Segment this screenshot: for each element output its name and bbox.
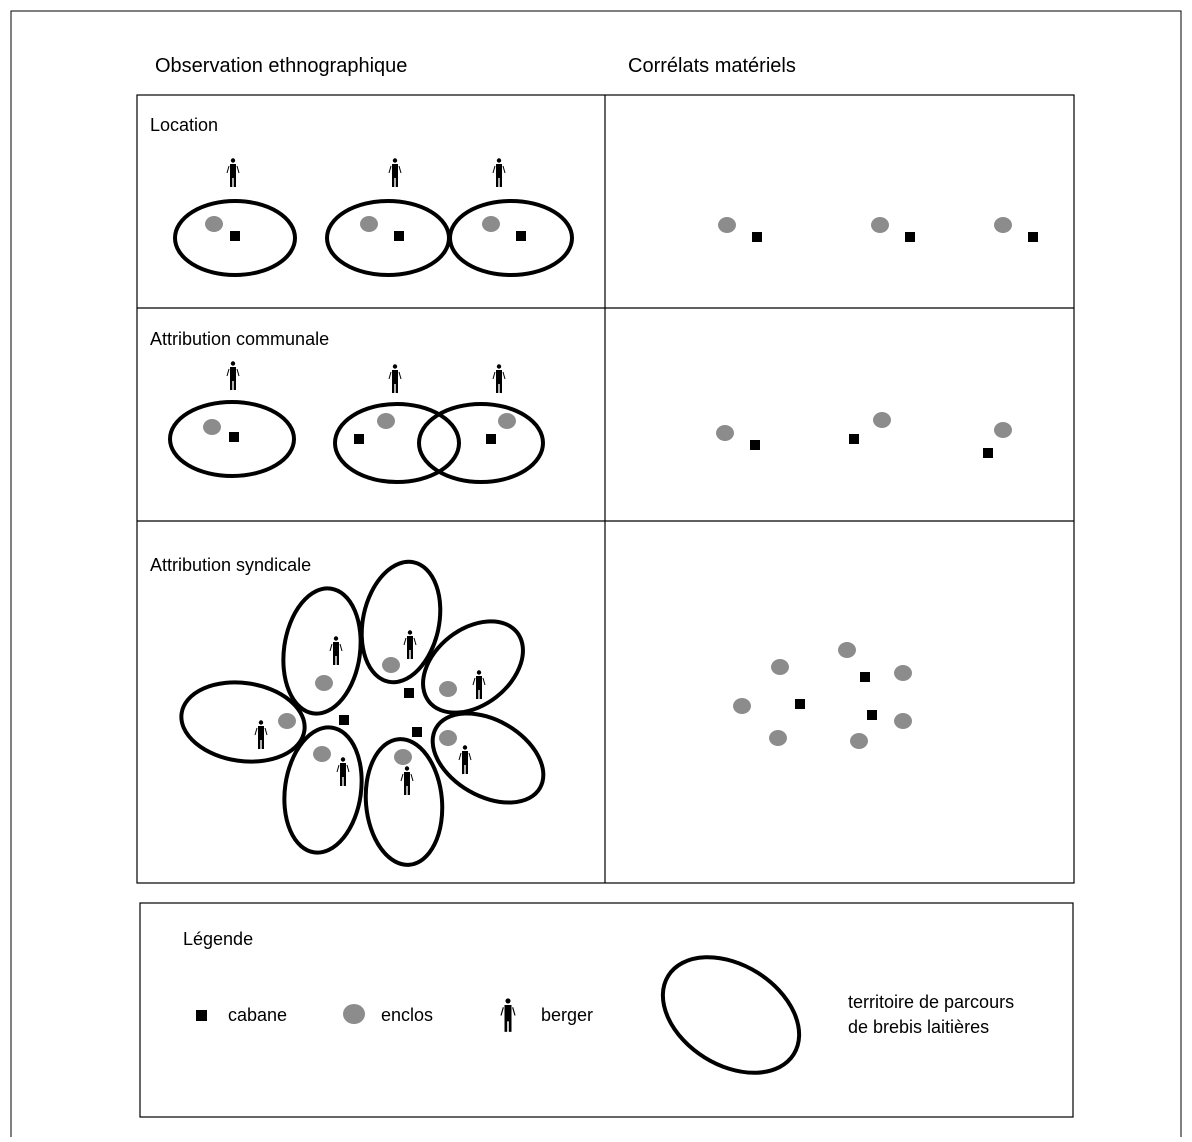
enclos-marker [439, 681, 457, 697]
berger-icon [400, 765, 414, 796]
cabane-marker [412, 727, 422, 737]
enclos-marker [871, 217, 889, 233]
enclos-marker [377, 413, 395, 429]
territory-ellipse [281, 586, 363, 716]
legend-berger-label: berger [541, 1005, 593, 1025]
cabane-marker [1028, 232, 1038, 242]
territory-ellipse [363, 737, 445, 867]
enclos-marker [718, 217, 736, 233]
berger-icon [388, 157, 402, 188]
row-label-syndicale: Attribution syndicale [150, 555, 311, 575]
enclos-marker [382, 657, 400, 673]
territory-ellipse [325, 199, 451, 277]
berger-icon [492, 363, 506, 394]
berger-icon [492, 157, 506, 188]
enclos-marker [769, 730, 787, 746]
location-observation [173, 157, 574, 277]
enclos-marker [894, 713, 912, 729]
berger-icon [472, 669, 486, 700]
enclos-marker [850, 733, 868, 749]
enclos-marker [733, 698, 751, 714]
cabane-marker [860, 672, 870, 682]
header-observation: Observation ethnographique [155, 55, 407, 77]
territory-ellipse [421, 619, 525, 715]
header-correlates: Corrélats matériels [628, 55, 796, 77]
cabane-marker [229, 432, 239, 442]
berger-icon [254, 719, 268, 750]
territory-ellipse [448, 199, 574, 277]
legend-berger-icon [500, 997, 516, 1033]
legend-territory-ellipse [660, 955, 802, 1075]
berger-icon [329, 635, 343, 666]
territory-ellipse [417, 402, 545, 484]
enclos-marker [994, 422, 1012, 438]
enclos-marker [315, 675, 333, 691]
legend-cabane-label: cabane [228, 1005, 287, 1025]
berger-icon [226, 360, 240, 391]
enclos-marker [838, 642, 856, 658]
legend-cabane-marker [196, 1010, 207, 1021]
berger-icon [226, 157, 240, 188]
enclos-marker [994, 217, 1012, 233]
enclos-marker [360, 216, 378, 232]
main-table [136, 94, 1075, 884]
syndicale-material [733, 642, 912, 749]
enclos-marker [203, 419, 221, 435]
territory-ellipse [359, 559, 443, 685]
cabane-marker [750, 440, 760, 450]
territory-ellipse [430, 711, 546, 805]
cabane-marker [795, 699, 805, 709]
cabane-marker [339, 715, 349, 725]
territory-ellipse [282, 725, 364, 855]
cabane-marker [905, 232, 915, 242]
communale-observation [168, 360, 545, 484]
legend-enclos-label: enclos [381, 1005, 433, 1025]
enclos-marker [498, 413, 516, 429]
legend-territory-label-line2: de brebis laitières [848, 1017, 989, 1037]
berger-icon [388, 363, 402, 394]
legend-title: Légende [183, 929, 253, 949]
row-label-location: Location [150, 115, 218, 135]
syndicale-observation [179, 559, 546, 867]
legend-territory-label-line1: territoire de parcours [848, 992, 1014, 1012]
cabane-marker [354, 434, 364, 444]
cabane-marker [752, 232, 762, 242]
cabane-marker [404, 688, 414, 698]
cabane-marker [849, 434, 859, 444]
enclos-marker [894, 665, 912, 681]
cabane-marker [516, 231, 526, 241]
enclos-marker [313, 746, 331, 762]
territory-ellipse [333, 402, 461, 484]
legend-enclos-marker [343, 1004, 365, 1024]
berger-icon [403, 629, 417, 660]
enclos-marker [205, 216, 223, 232]
enclos-marker [394, 749, 412, 765]
cabane-marker [486, 434, 496, 444]
berger-icon [458, 744, 472, 775]
cabane-marker [394, 231, 404, 241]
enclos-marker [716, 425, 734, 441]
enclos-marker [278, 713, 296, 729]
cabane-marker [983, 448, 993, 458]
berger-icon [336, 756, 350, 787]
cabane-marker [230, 231, 240, 241]
legend-box [139, 902, 1074, 1118]
legend: Légende cabane enclos berger territoire … [139, 902, 1074, 1118]
enclos-marker [771, 659, 789, 675]
location-material [718, 217, 1038, 242]
communale-material [716, 412, 1012, 458]
enclos-marker [873, 412, 891, 428]
row-label-communale: Attribution communale [150, 329, 329, 349]
enclos-marker [439, 730, 457, 746]
territory-ellipse [179, 680, 307, 764]
cabane-marker [867, 710, 877, 720]
territory-ellipse [168, 400, 296, 478]
enclos-marker [482, 216, 500, 232]
territory-ellipse [173, 199, 297, 277]
